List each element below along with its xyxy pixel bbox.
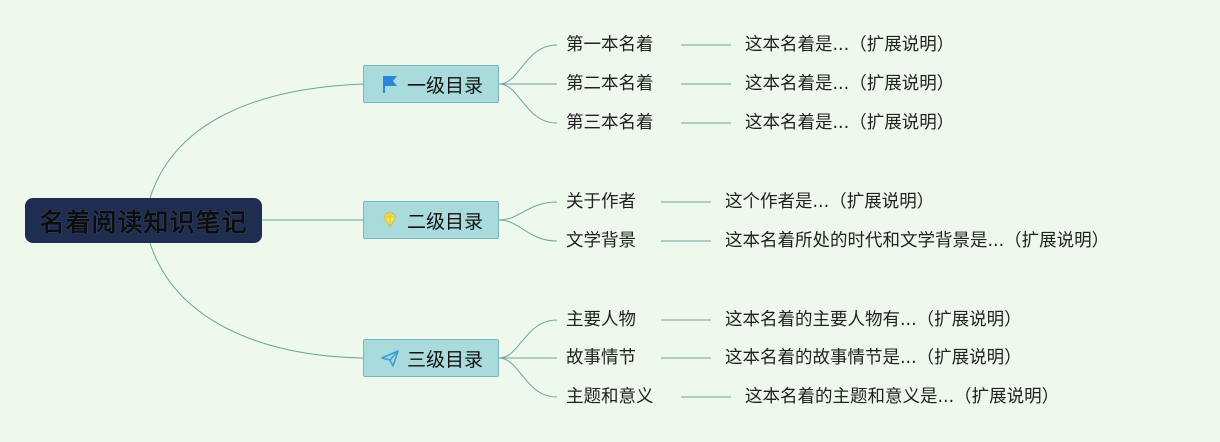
topic-label[interactable]: 第二本名着: [566, 74, 654, 94]
note-label: 这个作者是...（扩展说明）: [725, 192, 935, 212]
note-label: 这本名着的故事情节是...（扩展说明）: [725, 348, 1022, 368]
diamond-icon: [379, 209, 401, 231]
branch3-link-3: [498, 357, 558, 398]
note-label: 这本名着是...（扩展说明）: [745, 113, 955, 133]
note-label: 这本名着的主题和意义是...（扩展说明）: [745, 387, 1060, 407]
root-link-1: [149, 83, 364, 199]
note-label: 这本名着所处的时代和文学背景是...（扩展说明）: [725, 231, 1110, 251]
root-node[interactable]: 名着阅读知识笔记: [25, 198, 262, 243]
topic-label[interactable]: 第三本名着: [566, 113, 654, 133]
note-label: 这本名着是...（扩展说明）: [745, 74, 955, 94]
branch-label: 一级目录: [406, 74, 483, 97]
branch-node-3[interactable]: 三级目录: [363, 339, 499, 377]
branch-node-2[interactable]: 二级目录: [363, 201, 499, 239]
branch2-link-2: [498, 219, 558, 242]
branch-label: 二级目录: [406, 210, 483, 233]
topic-label[interactable]: 主题和意义: [566, 387, 654, 407]
branch2-link-1: [498, 201, 558, 221]
topic-label[interactable]: 第一本名着: [566, 35, 654, 55]
branch-node-1[interactable]: 一级目录: [363, 65, 499, 103]
topic-label[interactable]: 关于作者: [566, 192, 636, 212]
note-label: 这本名着是...（扩展说明）: [745, 35, 955, 55]
branch1-link-1: [498, 44, 558, 85]
branch1-link-3: [498, 83, 558, 124]
root-link-3: [149, 242, 364, 359]
topic-label[interactable]: 故事情节: [566, 348, 636, 368]
branch3-link-1: [498, 319, 558, 359]
flag-icon: [379, 73, 401, 95]
paper-plane-icon: [379, 347, 401, 369]
note-label: 这本名着的主要人物有...（扩展说明）: [725, 310, 1022, 330]
root-label: 名着阅读知识笔记: [39, 207, 248, 237]
topic-label[interactable]: 文学背景: [566, 231, 636, 251]
topic-label[interactable]: 主要人物: [566, 310, 636, 330]
branch-label: 三级目录: [406, 348, 483, 371]
